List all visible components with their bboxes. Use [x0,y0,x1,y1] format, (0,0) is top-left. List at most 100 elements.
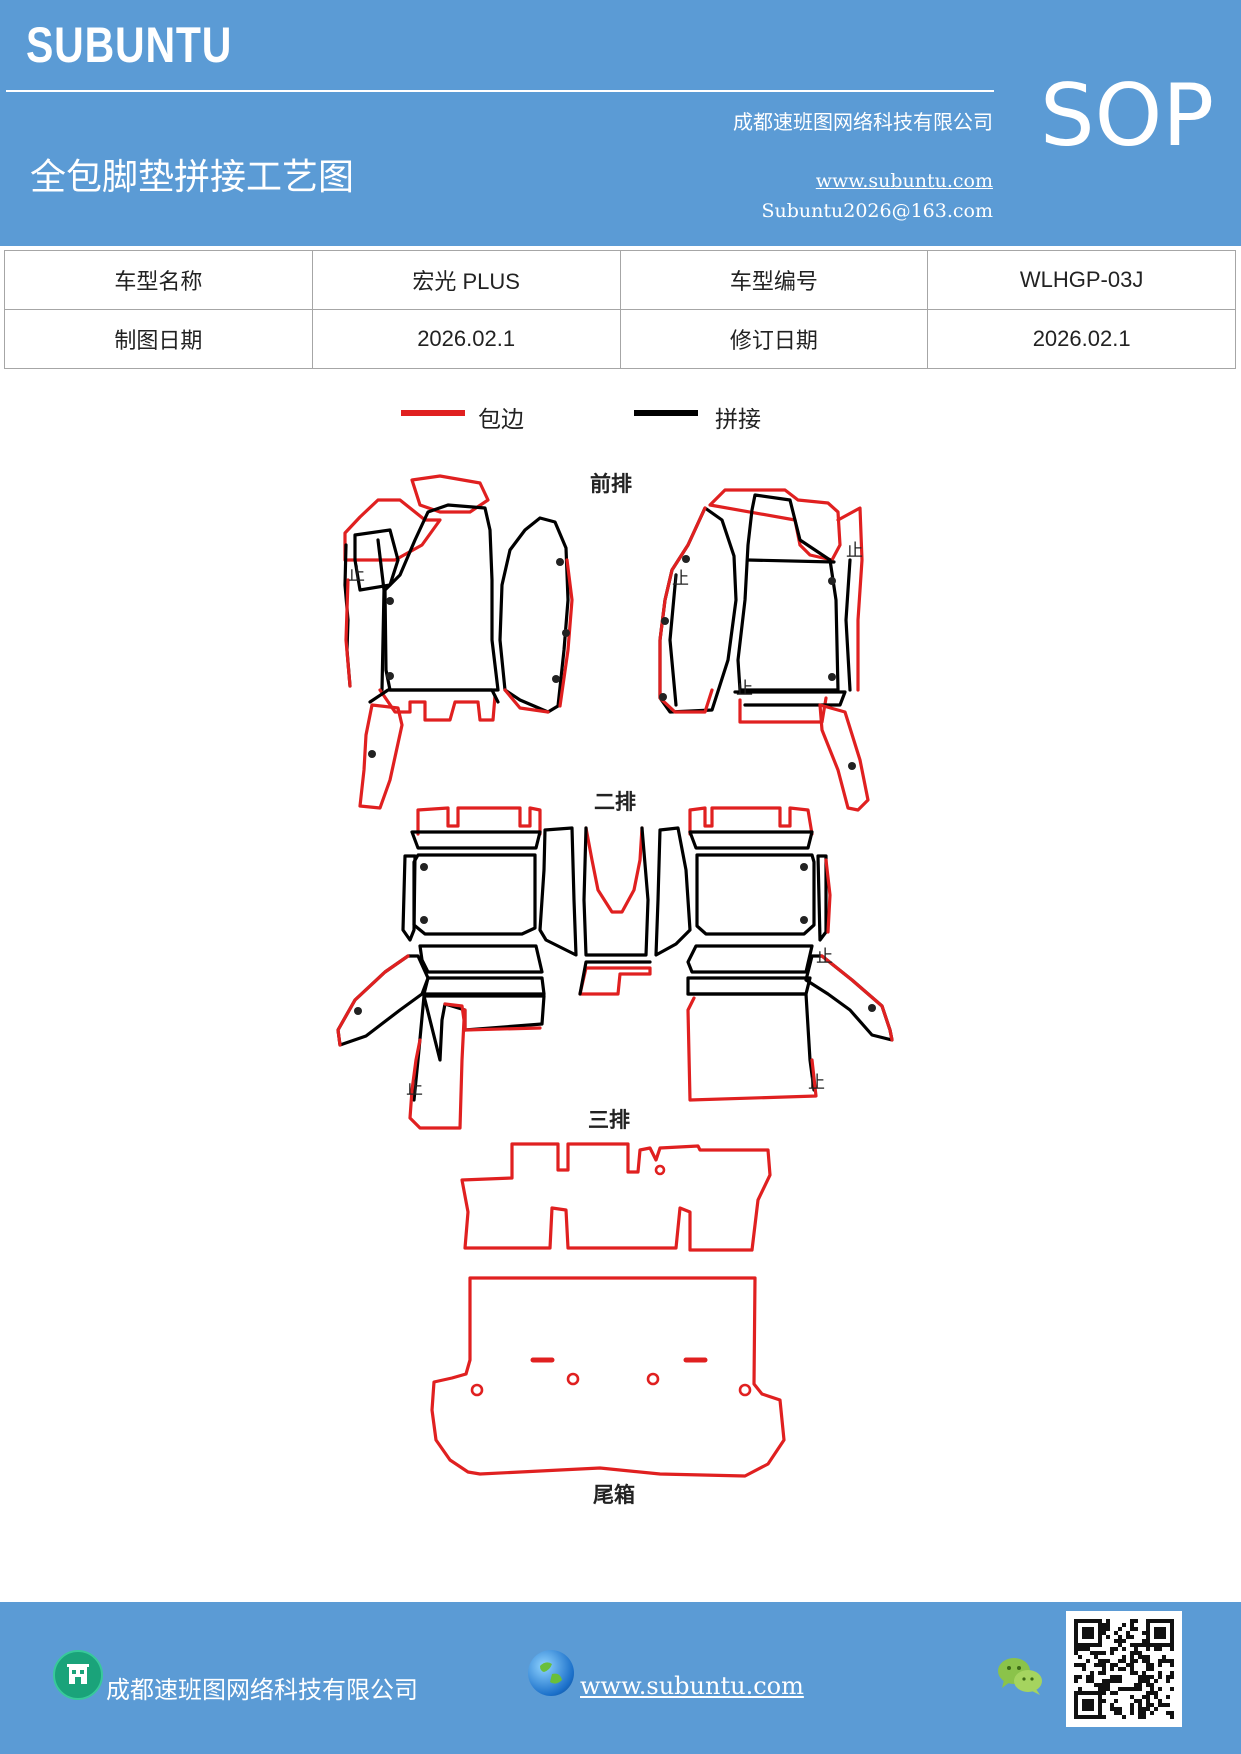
header-website-link[interactable]: www.subuntu.com [815,170,993,192]
trunk-mat [430,1276,786,1478]
draw-date-value: 2026.02.1 [311,309,621,369]
sop-badge: SOP [1040,66,1215,166]
fastener-dot [368,750,376,758]
company-icon [53,1650,103,1700]
third-row-label: 三排 [588,1108,630,1132]
second-left-mid-strip2 [422,976,546,996]
stop-mark: 止 [348,565,365,585]
second-center-edge [584,826,644,914]
second-right-side-edge [824,858,832,934]
header-email[interactable]: Subuntu2026@163.com [761,200,993,222]
second-left-side-strip [401,854,417,942]
stop-mark: 止 [406,1079,423,1099]
fastener-dot [800,916,808,924]
front-row-label: 前排 [590,472,632,496]
legend-splice-label: 拼接 [715,407,761,433]
second-center-piece [582,826,650,957]
legend-edge-label: 包边 [478,407,524,433]
globe-icon [528,1650,574,1696]
front-left-side-strip [358,703,404,810]
qr-code[interactable] [1066,1611,1182,1727]
legend-edge-swatch [401,410,465,416]
fastener-dot [420,863,428,871]
second-left-rear-strip [408,1002,466,1130]
front-right-main-piece [736,493,840,692]
second-right-top-edge [688,806,814,836]
wechat-icon[interactable] [996,1654,1046,1698]
footer-website-link[interactable]: www.subuntu.com [580,1672,804,1700]
trunk-hole [738,1383,752,1397]
header-company: 成都速班图网络科技有限公司 [733,110,993,134]
trunk-label: 尾箱 [593,1483,635,1507]
model-name-value: 宏光 PLUS [311,250,621,310]
front-right-tunnel-edge [658,506,714,714]
second-right-wing-seam [804,954,894,1042]
stop-mark: 止 [808,1073,825,1093]
front-right-bottom-seam [733,690,847,707]
model-code-value: WLHGP-03J [927,250,1236,310]
front-left-outer-edge [344,578,352,688]
second-right-bottom-seam [686,992,816,1092]
fastener-dot [552,675,560,683]
fastener-dot [562,629,570,637]
page-title: 全包脚垫拼接工艺图 [30,157,355,198]
fastener-dot [354,1007,362,1015]
fastener-dot [682,555,690,563]
front-left-bottom-seam [368,688,500,704]
front-left-tunnel-edge2 [503,688,550,714]
fastener-dot [556,558,564,566]
front-left-pedal-piece [353,528,400,592]
legend-splice-swatch [634,410,698,416]
revise-date-value: 2026.02.1 [927,309,1236,369]
footer-company: 成都速班图网络科技有限公司 [106,1676,418,1704]
front-left-top-piece [343,498,442,562]
fastener-dot [848,762,856,770]
second-left-top-strip [410,830,542,850]
second-right-rear-edge [686,996,818,1102]
front-right-tunnel-seam [668,573,678,707]
model-name-label: 车型名称 [4,250,313,310]
second-center-bottom-seam [578,960,652,996]
fastener-dot [661,617,669,625]
front-left-tunnel-piece [498,516,570,714]
header-divider [6,90,994,92]
second-right-mid-strip2 [686,976,812,996]
second-right-wing-edge [820,954,894,1042]
fastener-dot [659,693,667,701]
fastener-dot [386,672,394,680]
mat-diagram: 前排 二排 三排 尾箱 止 止 止 止 止 止 止 [336,472,894,1507]
stop-mark: 止 [816,947,833,967]
brand-logo: SUBUNTU [26,17,233,73]
trunk-hole [470,1383,484,1397]
header-banner: SUBUNTU 成都速班图网络科技有限公司 全包脚垫拼接工艺图 www.subu… [0,0,1241,246]
third-row-hole [654,1164,666,1176]
fastener-dot [420,916,428,924]
table-row: 制图日期 2026.02.1 修订日期 2026.02.1 [4,309,1236,369]
front-right-side-strip [818,703,870,812]
model-code-label: 车型编号 [619,250,929,310]
front-left-inner-seam [376,538,386,692]
revise-date-label: 修订日期 [619,309,929,369]
third-row-mat [460,1142,772,1252]
second-right-side-strip [816,854,828,942]
fastener-dot [800,863,808,871]
second-left-top-edge [416,806,542,836]
second-right-tunnel-piece [654,826,692,957]
stop-mark: 止 [672,569,689,589]
second-left-wing-seam [336,954,430,1047]
second-right-top-strip [688,830,814,850]
fastener-dot [868,1004,876,1012]
second-left-tunnel-piece [538,826,578,957]
table-row: 车型名称 宏光 PLUS 车型编号 WLHGP-03J [4,250,1236,310]
second-left-seat-piece [412,853,537,936]
second-left-wing-edge [336,954,410,1047]
fastener-dot [828,673,836,681]
second-left-mid-strip [418,944,544,974]
stop-mark: 止 [846,541,863,561]
front-left-tunnel-edge [558,558,574,708]
front-left-main-piece [383,503,500,692]
fastener-dot [386,597,394,605]
trunk-hole [646,1372,660,1386]
second-row-label: 二排 [594,790,636,814]
front-right-bottom-edge [738,696,828,724]
